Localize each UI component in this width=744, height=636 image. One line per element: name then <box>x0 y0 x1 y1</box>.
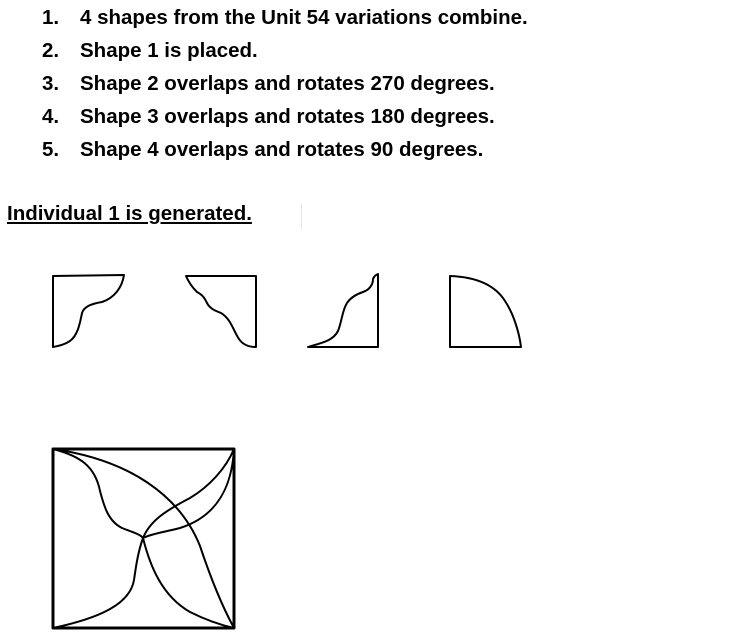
step-number: 3. <box>42 72 60 95</box>
step-number: 2. <box>42 39 60 62</box>
shape-3 <box>307 273 379 348</box>
step-number: 5. <box>42 138 60 161</box>
text-cursor <box>301 204 302 230</box>
step-number: 1. <box>42 6 60 29</box>
step-text: Shape 4 overlaps and rotates 90 degrees. <box>80 138 484 161</box>
step-text: 4 shapes from the Unit 54 variations com… <box>80 6 528 29</box>
step-text: Shape 1 is placed. <box>80 39 258 62</box>
shape-2 <box>185 275 257 348</box>
result-heading: Individual 1 is generated. <box>7 202 252 225</box>
shape-1 <box>52 274 125 348</box>
combined-shape <box>51 447 236 630</box>
step-text: Shape 3 overlaps and rotates 180 degrees… <box>80 105 495 128</box>
step-number: 4. <box>42 105 60 128</box>
step-text: Shape 2 overlaps and rotates 270 degrees… <box>80 72 495 95</box>
shape-4 <box>449 275 522 348</box>
